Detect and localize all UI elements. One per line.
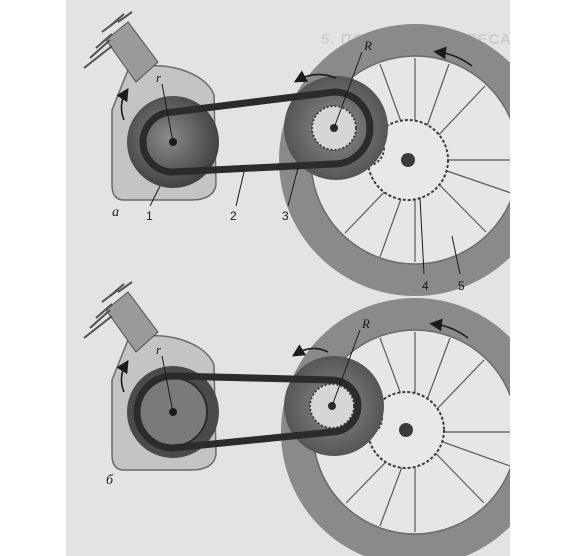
engine-cylinder-b <box>83 281 159 353</box>
radius-line-r-b <box>161 355 174 413</box>
scanned-page: 5. ПОДВЕСКИ, КОЛЕСА, ТОРМОЗ <box>66 0 510 556</box>
wheel-hub-b <box>399 423 413 437</box>
label-2: 2 <box>230 209 237 223</box>
caption-a: a <box>112 205 119 220</box>
label-1: 1 <box>146 209 153 223</box>
label-3: 3 <box>282 209 289 223</box>
wheel-tyre-a <box>279 24 510 296</box>
diagram-a: r R a 1 2 3 4 5 <box>83 11 510 296</box>
rotation-arrow-engine-a <box>116 87 129 121</box>
variator-diagram: 5. ПОДВЕСКИ, КОЛЕСА, ТОРМОЗ <box>83 11 510 556</box>
rotation-arrow-pulley-b <box>291 344 329 357</box>
label-5: 5 <box>458 279 465 293</box>
rotation-arrow-wheel-b <box>429 318 469 339</box>
label-r-b: r <box>156 342 162 357</box>
label-R-b: R <box>361 316 370 331</box>
label-4: 4 <box>422 279 429 293</box>
label-r-a: r <box>156 70 162 85</box>
leader-lines-a <box>149 167 461 275</box>
radius-line-R-b <box>331 329 361 407</box>
rotation-arrow-wheel-a <box>433 46 473 67</box>
drive-belt-a <box>139 88 374 176</box>
drive-belt-b <box>133 372 362 452</box>
rotation-arrow-pulley-a <box>293 70 337 83</box>
wheel-hub-a <box>401 153 415 167</box>
label-R-a: R <box>363 38 372 53</box>
rotation-arrow-engine-b <box>116 359 129 393</box>
radius-line-r-a <box>161 83 174 143</box>
radius-line-R-a <box>333 51 363 129</box>
engine-cylinder-a <box>83 11 159 83</box>
caption-b: б <box>106 473 114 488</box>
diagram-b: r R б <box>83 281 510 556</box>
